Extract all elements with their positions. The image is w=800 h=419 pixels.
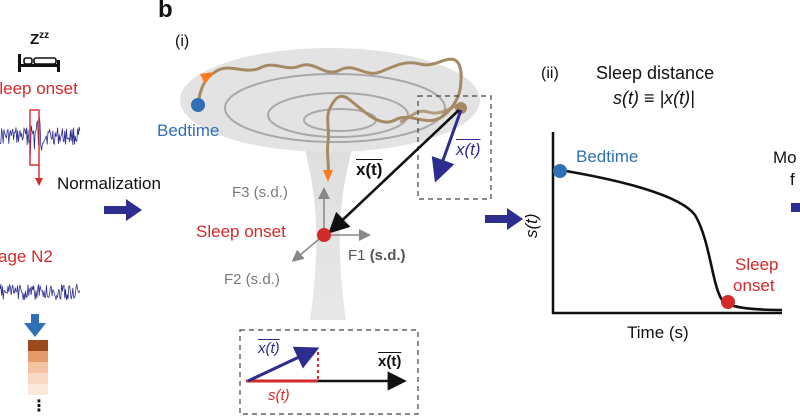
f3-label: F3 (s.d.) (232, 184, 288, 201)
bed-icon (18, 54, 60, 72)
arrow-icon-left (104, 199, 142, 221)
trajectory-arrow-stem (323, 170, 333, 182)
f2-label: F2 (s.d.) (224, 271, 280, 288)
plot-ylabel: s(t) (522, 213, 542, 238)
stage-color-cell (28, 373, 48, 384)
normalization-label: Normalization (57, 174, 161, 193)
panel-b-letter: b (158, 0, 173, 23)
f1-unit: (s.d.) (369, 247, 406, 264)
left-sleep-onset-label: Sleep onset (0, 79, 78, 98)
down-arrow-icon (24, 314, 46, 337)
sleep-onset-window (29, 109, 40, 166)
plot-ylabel-text: s(t) (522, 213, 541, 238)
bedtime-label: Bedtime (157, 121, 220, 140)
stage-color-cell (28, 340, 48, 351)
panel-b-i-label: (i) (175, 33, 190, 50)
plot-xlabel: Time (s) (627, 323, 689, 342)
x-dot-label-text: x(t) (456, 140, 481, 159)
x-vector-label-text: x(t) (356, 160, 383, 179)
zzz-sup: zz (39, 30, 50, 41)
trajectory-path (196, 57, 463, 179)
sleep-onset-label: Sleep onset (196, 222, 286, 241)
eeg-trace-top (0, 109, 80, 186)
plot-bedtime-label: Bedtime (576, 147, 639, 166)
sleep-distance-curve (559, 168, 783, 312)
eeg-trace-bottom (0, 283, 80, 300)
plot-bedtime-point (553, 164, 567, 178)
inset-sdot-label: s(t) (268, 387, 290, 404)
sleep-zzz-text: Zzz (30, 30, 49, 48)
x-vector-label: x(t) (356, 160, 382, 180)
trajectory-arrow-top (200, 72, 214, 84)
stage-color-strip (28, 340, 48, 395)
x-dot-label: x(t) (456, 140, 481, 160)
funnel-disk (180, 48, 480, 152)
right-edge-text-1: Mo (773, 148, 797, 167)
f1-text: F1 (348, 247, 366, 264)
zzz-main: Z (30, 31, 40, 48)
right-edge-arrow-icon (791, 203, 800, 212)
inset-x-label: x(t) (378, 353, 401, 370)
panel-ii-formula: s(t) ≡ |x(t)| (613, 88, 695, 109)
x-vector-arrow (328, 109, 460, 234)
plot-sleep-onset-label-2: onset (733, 276, 775, 295)
stage-n2-label: age N2 (0, 247, 53, 266)
right-edge-text-2: f (790, 170, 795, 189)
arrow-icon-middle (485, 208, 523, 230)
inset-x-text: x(t) (378, 353, 402, 370)
panel-ii-title: Sleep distance (596, 63, 715, 83)
x-dot-vector-arrow (431, 109, 463, 183)
f1-label: F1 (s.d.) (348, 247, 406, 264)
inset-box (239, 329, 419, 415)
stage-color-cell (28, 384, 48, 395)
stage-color-cell (28, 362, 48, 373)
inset-xdot-text: x(t) (258, 340, 280, 357)
panel-ii-label: (ii) (541, 65, 559, 82)
bedtime-point (191, 98, 205, 112)
sleep-onset-point (317, 228, 331, 242)
inset-xdot-label: x(t) (258, 340, 280, 357)
stage-color-cell (28, 351, 48, 362)
plot-sleep-onset-point (721, 295, 735, 309)
plot-sleep-onset-label-1: Sleep (735, 255, 779, 274)
panel-ii-formula-text: s(t) ≡ |x(t)| (613, 88, 695, 108)
ellipsis-text: ⋮ (31, 398, 47, 415)
